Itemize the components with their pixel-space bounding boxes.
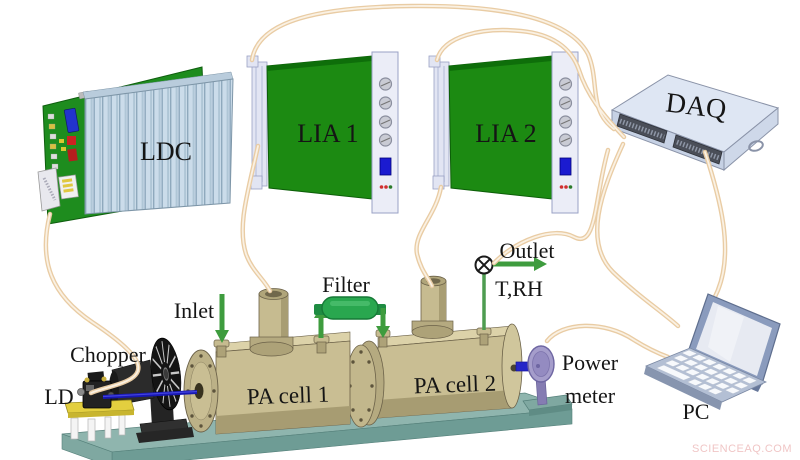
label-lia2: LIA 2 xyxy=(475,119,537,148)
lia1-led-green xyxy=(388,185,393,189)
ldc-dip-chip xyxy=(58,174,79,200)
lia2-edge-connector xyxy=(433,61,450,187)
lia2-display xyxy=(559,157,572,176)
lia2-knobs xyxy=(558,77,573,147)
lia1-display xyxy=(379,157,392,176)
gas-filter xyxy=(314,296,386,320)
daq-box xyxy=(610,74,780,172)
laptop-keyboard xyxy=(656,349,758,395)
label-ld: LD xyxy=(44,384,74,409)
label-pa-cell-1: PA cell 1 xyxy=(246,381,330,410)
power-meter-head xyxy=(515,345,573,416)
daq-cable-clip xyxy=(748,140,764,152)
outlet-arrow-icon xyxy=(493,257,547,271)
inlet-arrow-icon xyxy=(215,294,229,343)
power-meter-connector xyxy=(515,361,530,372)
ldc-board xyxy=(37,66,234,225)
daq-connector-2 xyxy=(672,134,723,165)
label-inlet: Inlet xyxy=(173,298,215,323)
valve-cross-icon xyxy=(474,255,494,275)
pa-cell-2 xyxy=(345,275,523,428)
label-chopper: Chopper xyxy=(70,342,146,367)
label-ldc: LDC xyxy=(140,137,192,166)
watermark: SCIENCEAQ.COM xyxy=(691,443,793,455)
label-outlet: Outlet xyxy=(499,238,555,263)
daq-side xyxy=(723,106,779,172)
lia2-front-panel xyxy=(551,51,579,214)
label-filter: Filter xyxy=(322,272,370,297)
heatsink-fins xyxy=(84,78,234,215)
label-t-rh: T,RH xyxy=(495,276,543,301)
lia2-led-red xyxy=(559,185,564,189)
ldc-component-red xyxy=(67,136,76,145)
lia2-led-green xyxy=(568,185,573,189)
label-pc: PC xyxy=(682,399,710,424)
gas-plumbing xyxy=(215,255,547,343)
chopper-assembly xyxy=(109,337,194,443)
lia1-knobs xyxy=(378,77,393,147)
lia1-led-red xyxy=(379,185,384,189)
lia1-board xyxy=(246,51,399,214)
filter-down-arrow-icon xyxy=(376,308,390,338)
baseplate-front xyxy=(111,408,573,460)
pc-laptop xyxy=(644,293,781,410)
baseplate-side xyxy=(61,433,113,460)
laptop-front-edge xyxy=(644,366,722,410)
lia2-board xyxy=(428,51,579,214)
laser-beam xyxy=(102,390,198,399)
lia1-front-panel xyxy=(371,51,399,214)
ldc-capacitor xyxy=(63,107,80,133)
label-lia1: LIA 1 xyxy=(297,119,359,148)
label-pa-cell-2: PA cell 2 xyxy=(413,370,497,399)
label-power-meter: Power meter xyxy=(561,350,619,408)
pa-cell-1 xyxy=(183,288,351,435)
